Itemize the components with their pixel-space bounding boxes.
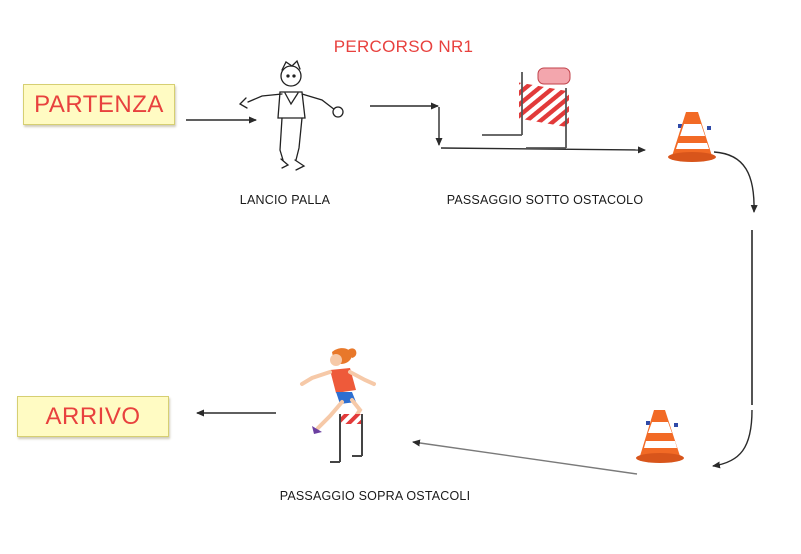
arrow-cone-to-jumper — [413, 442, 637, 474]
station-label-over-hurdles: PASSAGGIO SOPRA OSTACOLI — [245, 489, 505, 503]
station-label-under-hurdle: PASSAGGIO SOTTO OSTACOLO — [425, 193, 665, 207]
station-label-ball-throw: LANCIO PALLA — [200, 193, 370, 207]
hurdle-icon — [482, 68, 570, 148]
arrow-curve-to-cone — [713, 410, 752, 466]
arrows — [186, 106, 754, 474]
ball-thrower-icon — [240, 61, 343, 170]
cone-icon — [636, 410, 684, 463]
arrow-cone-curve-down — [714, 152, 754, 212]
hurdle-jumper-icon — [302, 348, 374, 462]
cone-icon — [668, 112, 716, 162]
